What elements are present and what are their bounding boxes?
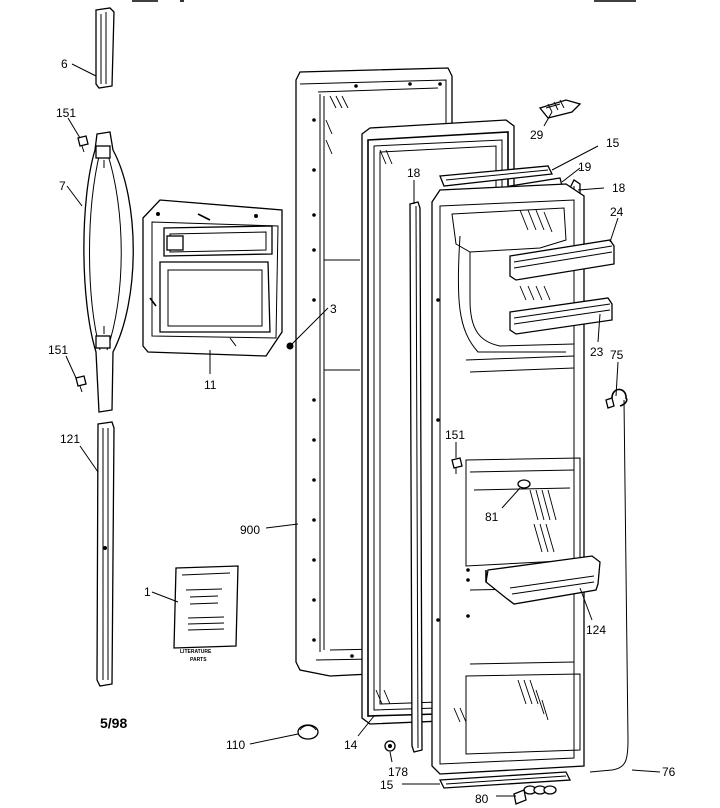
label-24: 24 <box>610 205 624 219</box>
part-151-screw-bottom <box>75 375 87 393</box>
part-3-marker-dot <box>286 342 294 350</box>
label-7: 7 <box>59 179 66 193</box>
label-75: 75 <box>610 348 624 362</box>
label-80: 80 <box>475 792 489 806</box>
part-151-screw-liner <box>451 457 463 474</box>
label-124: 124 <box>586 623 606 637</box>
part-121-trim-strip <box>96 421 115 687</box>
date-code: 5/98 <box>100 715 127 731</box>
label-18-left: 18 <box>407 166 421 180</box>
literature-caption-line1: LITERATURE <box>180 649 212 655</box>
label-23: 23 <box>590 345 604 359</box>
part-number-labels: 6 151 7 151 121 1 3 11 900 110 14 178 15… <box>48 57 676 806</box>
label-15-top: 15 <box>606 136 620 150</box>
label-11: 11 <box>204 378 217 392</box>
door-top-hatching <box>325 95 349 155</box>
part-18-left-strip <box>409 201 423 753</box>
label-81: 81 <box>485 510 499 524</box>
part-178-plug <box>384 740 396 752</box>
part-110-plug <box>297 724 319 740</box>
part-151-screw-top <box>77 135 89 153</box>
part-11-dispenser-frame <box>142 199 283 357</box>
label-19: 19 <box>578 160 592 174</box>
part-24-shelf-bar <box>509 239 615 281</box>
label-151-liner: 151 <box>445 428 465 442</box>
door-flange-holes <box>312 82 442 658</box>
part-6-handle-cap <box>95 7 115 89</box>
label-18-right: 18 <box>612 181 626 195</box>
literature-caption-line2: PARTS <box>190 657 207 663</box>
part-15-bottom-trim <box>438 771 572 789</box>
liner-hatching <box>453 209 557 723</box>
part-15-top-trim <box>439 165 553 187</box>
label-15-bottom: 15 <box>380 778 394 792</box>
part-124-drip-tray <box>485 555 601 605</box>
label-151-mid: 151 <box>48 343 68 357</box>
label-14: 14 <box>344 738 358 752</box>
part-80-hinge-pieces <box>513 785 557 805</box>
label-1: 1 <box>144 585 151 599</box>
label-178: 178 <box>388 765 408 779</box>
label-900: 900 <box>240 523 260 537</box>
label-6: 6 <box>61 57 68 71</box>
part-7-handle <box>83 131 134 413</box>
label-3: 3 <box>330 302 337 316</box>
inner-door-liner <box>431 183 585 775</box>
part-1-literature-booklet: LITERATURE PARTS <box>173 565 239 663</box>
part-81-chute <box>517 479 531 489</box>
part-75-76-wire <box>589 388 629 773</box>
part-29-clip <box>538 99 582 119</box>
label-76: 76 <box>662 765 676 779</box>
label-121: 121 <box>60 432 80 446</box>
label-110: 110 <box>226 738 245 752</box>
part-23-shelf-bar <box>509 297 613 335</box>
leader-lines <box>65 63 661 797</box>
label-151-top: 151 <box>56 106 76 120</box>
label-29: 29 <box>530 128 544 142</box>
